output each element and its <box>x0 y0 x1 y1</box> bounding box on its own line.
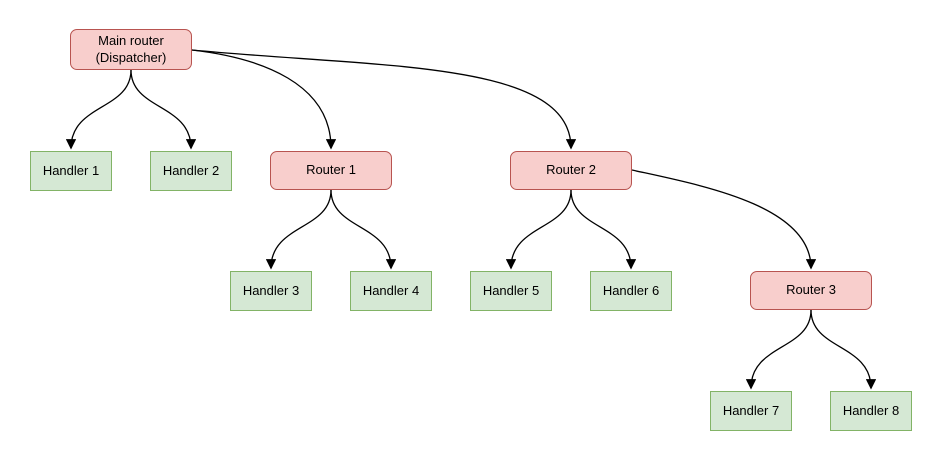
node-handler-1-label: Handler 1 <box>42 162 100 178</box>
node-handler-4: Handler 4 <box>350 271 432 311</box>
edge-main-router-to-router-1 <box>191 49 337 150</box>
node-main-router: Main router (Dispatcher) <box>70 29 192 70</box>
node-handler-3-label: Handler 3 <box>242 282 300 298</box>
node-handler-4-label: Handler 4 <box>362 282 420 298</box>
node-router-3-label: Router 3 <box>786 282 836 298</box>
node-router-1-label: Router 1 <box>306 162 356 178</box>
edge-main-router-to-handler-1 <box>65 69 132 150</box>
node-handler-5-label: Handler 5 <box>482 282 540 298</box>
node-handler-3: Handler 3 <box>230 271 312 311</box>
node-handler-6-label: Handler 6 <box>602 282 660 298</box>
node-main-router-label: Main router (Dispatcher) <box>95 33 167 65</box>
edge-router-3-to-handler-7 <box>745 309 812 390</box>
node-router-2-label: Router 2 <box>546 162 596 178</box>
edge-router-2-to-router-3 <box>631 169 817 270</box>
node-handler-5: Handler 5 <box>470 271 552 311</box>
edge-router-1-to-handler-3 <box>265 189 332 270</box>
node-handler-8: Handler 8 <box>830 391 912 431</box>
node-router-1: Router 1 <box>270 151 392 190</box>
node-handler-8-label: Handler 8 <box>842 402 900 418</box>
node-handler-7: Handler 7 <box>710 391 792 431</box>
node-handler-6: Handler 6 <box>590 271 672 311</box>
edge-router-1-to-handler-4 <box>330 189 397 270</box>
edge-main-router-to-handler-2 <box>130 69 197 150</box>
edge-router-3-to-handler-8 <box>810 309 877 390</box>
edge-router-2-to-handler-6 <box>570 189 637 270</box>
edge-main-router-to-router-2 <box>191 49 577 150</box>
node-handler-1: Handler 1 <box>30 151 112 191</box>
node-handler-7-label: Handler 7 <box>722 402 780 418</box>
node-handler-2-label: Handler 2 <box>162 162 220 178</box>
node-handler-2: Handler 2 <box>150 151 232 191</box>
node-router-3: Router 3 <box>750 271 872 310</box>
edge-router-2-to-handler-5 <box>505 189 572 270</box>
node-router-2: Router 2 <box>510 151 632 190</box>
